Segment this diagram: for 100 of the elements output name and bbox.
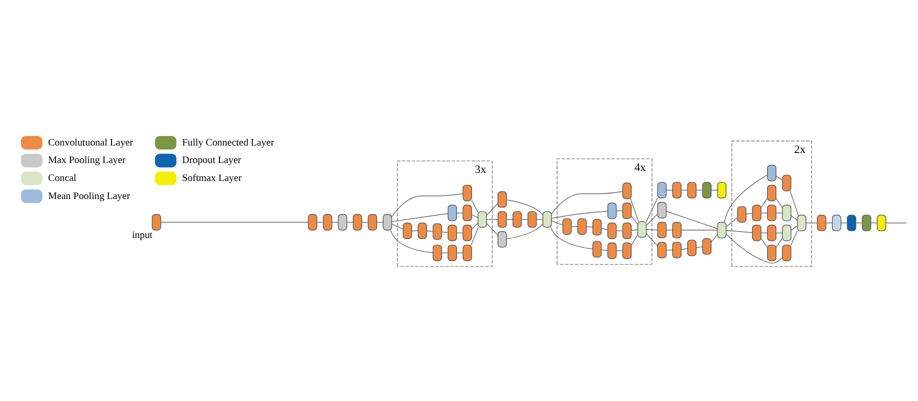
node-pill <box>862 214 872 232</box>
node-pill <box>767 244 776 262</box>
node-pill <box>322 214 332 230</box>
legend-label: Dropout Layer <box>182 155 242 166</box>
connector <box>776 175 783 181</box>
connector <box>856 222 863 224</box>
node-pill <box>498 211 507 228</box>
connector <box>746 213 753 214</box>
legend-label: Fully Connected Layer <box>182 137 274 148</box>
node-pill <box>767 164 776 182</box>
connector <box>550 226 594 250</box>
connector <box>776 212 783 214</box>
connector <box>160 222 309 223</box>
connector <box>776 232 783 234</box>
connector <box>696 246 703 248</box>
connector <box>790 190 799 216</box>
node-pill <box>687 182 696 198</box>
connector <box>392 213 448 222</box>
node-pill <box>637 221 647 238</box>
node-pill <box>782 174 792 192</box>
node-pill <box>782 244 792 262</box>
node-pill <box>448 244 457 262</box>
legend-label: Convolutuonal Layer <box>48 137 134 148</box>
node-pill <box>622 222 632 239</box>
node-pill <box>542 211 552 228</box>
node-pill <box>816 214 826 232</box>
node-pill <box>498 191 507 208</box>
connector <box>806 222 818 224</box>
node-pill <box>607 242 617 259</box>
connector <box>646 233 658 246</box>
connector <box>506 200 544 216</box>
node-pill <box>402 222 412 239</box>
node-pill <box>737 206 746 223</box>
connector <box>790 215 798 221</box>
connector <box>441 252 448 254</box>
node-pill <box>657 242 667 258</box>
node-pill <box>432 244 442 262</box>
node-pill <box>607 222 617 239</box>
connector <box>760 238 768 248</box>
node-pill <box>832 214 842 232</box>
legend-label: Concal <box>48 173 76 184</box>
connector <box>680 248 688 250</box>
connector <box>790 225 798 231</box>
legend-label: Mean Pooling Layer <box>48 190 130 202</box>
node-pill <box>687 240 696 256</box>
node-pill <box>498 231 507 248</box>
node-pill <box>338 214 348 230</box>
node-pill <box>462 204 472 222</box>
node-pill <box>607 202 617 220</box>
node-pill <box>462 184 472 202</box>
node-pill <box>797 214 806 232</box>
node-pill <box>672 222 682 238</box>
connector <box>571 226 578 227</box>
node-pill <box>478 211 487 228</box>
node-pill <box>562 218 572 235</box>
node-pill <box>782 224 792 242</box>
node-pill <box>592 241 602 258</box>
connector <box>631 229 638 231</box>
node-pill <box>767 224 776 242</box>
node-pill <box>846 214 856 232</box>
node-pill <box>876 214 886 232</box>
node-pill <box>752 204 762 222</box>
connector <box>726 230 753 233</box>
node-pill <box>622 242 632 259</box>
legend-label: Softmax Layer <box>182 173 242 184</box>
connector <box>551 220 563 226</box>
connector <box>710 234 718 242</box>
connector <box>470 227 479 246</box>
connector <box>551 210 608 219</box>
node-pill <box>752 224 762 242</box>
node-pill <box>432 223 442 240</box>
connector <box>646 198 658 222</box>
node-pill <box>368 214 378 230</box>
node-pill <box>657 222 667 238</box>
cluster: 3x <box>397 160 493 267</box>
node-pill <box>767 204 776 222</box>
node-pill <box>672 242 682 258</box>
connector <box>486 219 498 220</box>
connector <box>486 203 498 216</box>
node-pill <box>448 204 457 222</box>
connector <box>826 222 833 224</box>
connector <box>666 211 718 230</box>
connector <box>776 238 783 248</box>
node-pill <box>577 218 587 235</box>
cluster: 2x <box>731 140 812 267</box>
connector <box>486 222 498 236</box>
node-pill <box>657 182 667 198</box>
node-pill <box>418 222 428 239</box>
node-pill <box>717 182 726 198</box>
connector <box>840 222 848 224</box>
connector <box>646 229 658 230</box>
node-pill <box>672 182 682 198</box>
connector <box>391 193 464 217</box>
connector <box>601 228 608 230</box>
cluster: 4x <box>556 158 652 265</box>
connector <box>456 252 464 254</box>
node-pill <box>622 202 632 220</box>
node-pill <box>622 182 632 200</box>
node-label: input <box>132 230 152 242</box>
node-pill <box>512 211 522 228</box>
